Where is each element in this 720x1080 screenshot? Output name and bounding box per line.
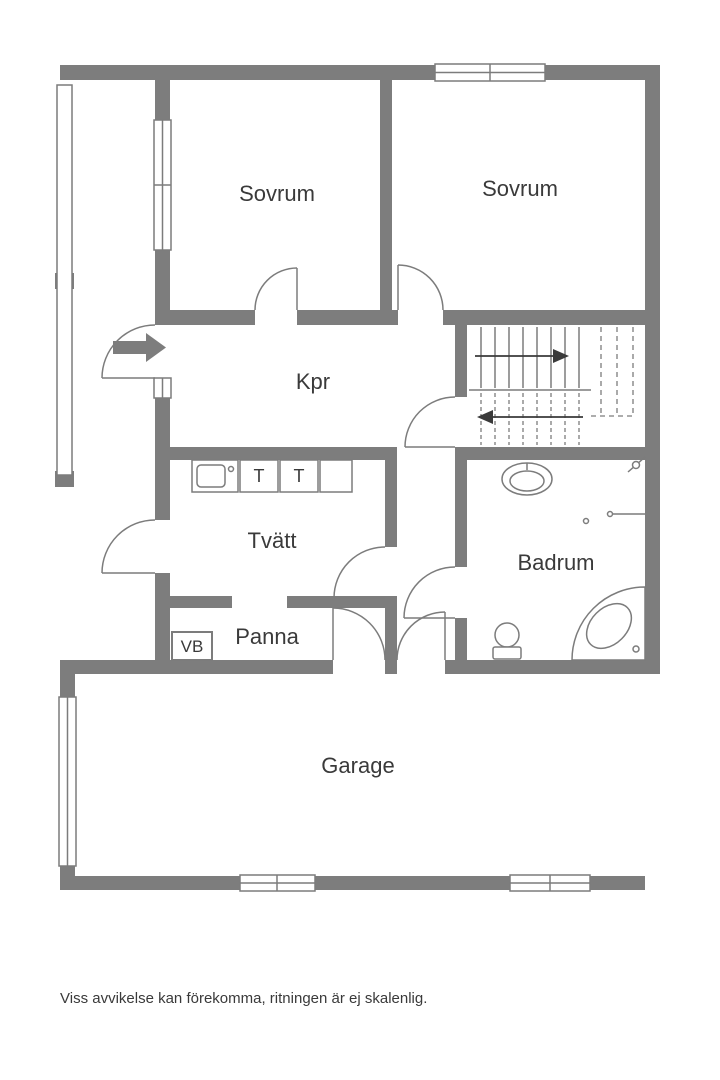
fixtures — [171, 456, 646, 661]
toilet — [492, 622, 522, 660]
garage-door-port — [58, 696, 77, 867]
wall-segment — [315, 876, 510, 890]
stair-direction-arrows — [475, 349, 583, 424]
wall-segment — [155, 573, 170, 660]
window-garage-left-bottom — [239, 874, 316, 892]
bathroom-sink — [501, 462, 553, 496]
wall-segment — [297, 310, 398, 325]
wall-segment — [455, 618, 467, 674]
room-label-sovrum-left: Sovrum — [239, 181, 315, 206]
staircase — [469, 327, 634, 445]
shower-fitting — [582, 456, 646, 525]
walls — [55, 65, 660, 890]
wall-segment — [287, 596, 397, 608]
wall-segment — [645, 65, 660, 674]
door-entrance — [101, 324, 156, 379]
entry-arrow — [113, 333, 166, 362]
room-label-panna: Panna — [235, 624, 299, 649]
stair-treads-upper — [469, 327, 591, 391]
door-stairs — [404, 396, 456, 448]
door-panna-garage — [332, 607, 386, 661]
wall-segment — [60, 876, 240, 890]
wall-segment — [385, 598, 397, 674]
wall-segment — [155, 250, 170, 325]
wall-segment — [455, 447, 660, 460]
wall-segment — [168, 447, 387, 460]
wall-segment — [60, 65, 435, 80]
room-label-sovrum-right: Sovrum — [482, 176, 558, 201]
wall-segment — [60, 660, 333, 674]
laundry-sink — [191, 459, 239, 493]
disclaimer-text: Viss avvikelse kan förekomma, ritningen … — [60, 990, 427, 1007]
counter-box — [319, 459, 353, 493]
window-top — [434, 63, 546, 82]
label-vb: VB — [181, 637, 204, 656]
wall-segment — [443, 310, 660, 325]
door-tvatt-hall — [333, 546, 386, 599]
window-garage-right-bottom — [509, 874, 591, 892]
bathtub — [571, 586, 646, 661]
door-hall-garage — [396, 611, 446, 661]
wall-segment — [155, 80, 170, 120]
doors — [101, 264, 456, 661]
wall-segment — [380, 80, 392, 310]
vb-box — [171, 631, 213, 661]
stair-treads-lower-dashed — [480, 393, 580, 445]
wall-segment — [455, 325, 467, 397]
windows — [56, 63, 591, 892]
stair-upper-flight-dashed — [591, 327, 634, 417]
door-badrum — [403, 566, 456, 619]
room-label-badrum: Badrum — [517, 550, 594, 575]
door-tvatt-exterior — [101, 519, 156, 574]
wall-segment — [155, 398, 170, 520]
window-bedroom-left — [153, 119, 172, 251]
room-label-garage: Garage — [321, 753, 394, 778]
room-label-tvatt: Tvätt — [248, 528, 297, 553]
wall-segment — [590, 876, 645, 890]
label-appliance-t2: T — [294, 466, 305, 486]
labels: Sovrum Sovrum Kpr Tvätt Badrum Panna Gar… — [181, 176, 595, 778]
washer-box — [239, 459, 279, 493]
wall-segment — [168, 596, 232, 608]
door-bedroom-left — [254, 267, 298, 311]
dryer-box — [279, 459, 319, 493]
label-appliance-t1: T — [254, 466, 265, 486]
wall-segment — [155, 310, 255, 325]
window-entry-sidelight — [153, 377, 172, 399]
room-label-kpr: Kpr — [296, 369, 330, 394]
door-bedroom-right — [397, 264, 444, 311]
wall-segment — [455, 447, 467, 567]
terrace-edge — [56, 84, 73, 476]
wall-segment — [445, 660, 660, 674]
wall-segment — [385, 447, 397, 547]
wall-segment — [545, 65, 660, 80]
